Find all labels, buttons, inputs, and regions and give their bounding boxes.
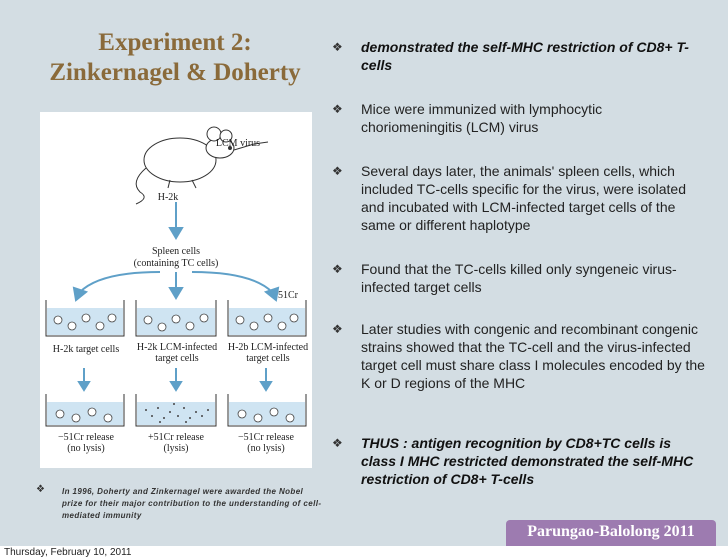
title-line-1: Experiment 2:	[98, 29, 252, 56]
diamond-bullet-icon: ❖	[332, 262, 343, 276]
diamond-bullet-icon: ❖	[332, 40, 343, 54]
lcm-virus-label: LCM virus	[215, 138, 261, 149]
result-lysis-1: (no lysis)	[67, 443, 105, 454]
well-label-1: H-2k target cells	[52, 344, 120, 355]
well-label-3: H-2b LCM-infected target cells	[227, 342, 309, 364]
bullet-text-3: Several days later, the animals' spleen …	[361, 163, 686, 233]
branch-arrows	[72, 271, 280, 302]
bullet-text-6: THUS : antigen recognition by CD8+TC cel…	[361, 435, 694, 487]
bullet-text-2: Mice were immunized with lymphocytic cho…	[361, 101, 603, 135]
lower-cells	[55, 407, 295, 423]
result-arrows	[77, 368, 273, 392]
bullet-text-5: Later studies with congenic and recombin…	[361, 321, 705, 391]
author-badge: Parungao-Balolong 2011	[506, 520, 716, 546]
result-release-2: +51Cr release	[148, 432, 204, 443]
h2k-label: H-2k	[157, 192, 179, 203]
result-lysis-2: (lysis)	[163, 443, 189, 454]
spleen-cells-label: Spleen cells	[151, 246, 201, 257]
bullet-text-4: Found that the TC-cells killed only syng…	[361, 261, 677, 295]
lower-wells	[45, 394, 307, 427]
slide-title: Experiment 2: Zinkernagel & Doherty	[20, 28, 330, 88]
lysed-fragments	[145, 403, 209, 423]
diamond-bullet-icon: ❖	[332, 436, 343, 450]
result-release-1: −51Cr release	[58, 432, 114, 443]
footer-date: Thursday, February 10, 2011	[4, 547, 132, 558]
containing-tc-label: (containing TC cells)	[133, 258, 219, 269]
result-lysis-3: (no lysis)	[247, 443, 285, 454]
well-label-2: H-2k LCM-infected target cells	[136, 342, 218, 364]
experiment-figure: LCM virus H-2k Spleen cells (containing …	[40, 112, 312, 468]
diamond-bullet-icon: ❖	[332, 164, 343, 178]
bullet-text-1: demonstrated the self-MHC restriction of…	[361, 39, 689, 73]
title-line-2: Zinkernagel & Doherty	[49, 59, 301, 86]
mouse-arrow	[168, 202, 184, 240]
footer-bar: Thursday, February 10, 2011	[0, 546, 728, 560]
author-badge-text: Parungao-Balolong 2011	[527, 523, 695, 540]
experiment-diagram	[45, 126, 307, 427]
diamond-bullet-icon: ❖	[36, 484, 45, 495]
diamond-bullet-icon: ❖	[332, 322, 343, 336]
cr51-label: 51Cr	[278, 290, 298, 301]
diamond-bullet-icon: ❖	[332, 102, 343, 116]
result-release-3: −51Cr release	[238, 432, 294, 443]
slide: Experiment 2: Zinkernagel & Doherty	[0, 0, 728, 546]
upper-cells	[53, 313, 299, 332]
mouse-illustration	[135, 126, 269, 205]
nobel-note-text: In 1996, Doherty and Zinkernagel were aw…	[62, 487, 322, 520]
